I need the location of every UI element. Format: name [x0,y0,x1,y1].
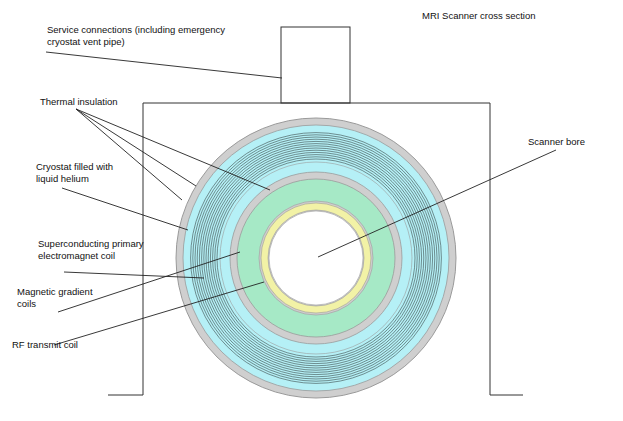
winding [193,135,439,381]
winding [202,144,431,373]
winding [210,152,421,363]
scanner-rings [176,118,456,398]
leader-lines [46,52,556,345]
housing-frame [108,103,523,395]
outer-vessel [176,118,456,398]
leader-line [318,150,556,257]
leader-line [64,272,204,278]
service-box [281,27,350,103]
inner-insulation [220,162,412,354]
winding [208,150,424,366]
part-label: Thermal insulation [40,96,118,108]
scanner-bore [269,211,363,305]
bore-liner [259,201,373,315]
leader-line [76,109,270,190]
winding [217,159,415,357]
leader-line [46,52,282,78]
winding [199,141,432,374]
inner-vessel [230,172,402,344]
gradient-coils [237,179,395,337]
part-label: Scanner bore [528,136,585,148]
housing [108,27,523,395]
part-label: Cryostat filled with liquid helium [36,161,136,185]
winding [195,137,437,379]
winding [204,146,428,370]
winding [213,155,420,362]
leader-line [76,109,182,200]
coil-windings [191,133,442,384]
part-label: Magnetic gradient coils [17,286,109,310]
rf-coil [261,203,371,313]
part-label: Service connections (including emergency… [47,24,247,48]
bore-wall [268,210,364,306]
winding [206,148,426,368]
winding [191,133,442,384]
winding [215,157,417,359]
figure-title: MRI Scanner cross section [422,10,536,22]
leader-line [76,109,196,186]
part-label: Superconducting primary electromagnet co… [38,238,146,262]
leader-line [58,252,240,312]
leader-line [62,188,188,230]
part-label: RF transmit coil [12,339,78,351]
